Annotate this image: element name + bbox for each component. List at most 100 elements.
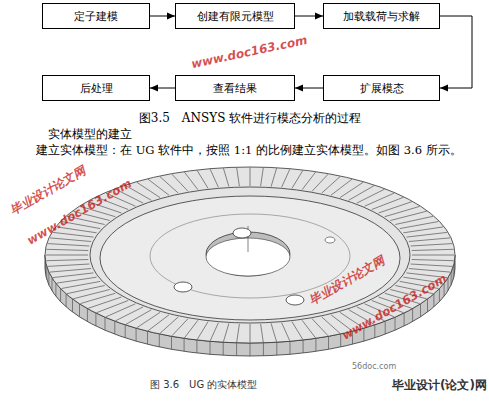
tooth-line: [411, 244, 453, 246]
tooth-side-line: [52, 278, 53, 291]
flow-arrow: [295, 85, 323, 92]
tooth-side-line: [210, 341, 211, 354]
figure-caption: 图3.5 ANSYS 软件进行模态分析的过程: [0, 110, 489, 127]
tooth-side-line: [276, 342, 277, 355]
tooth-side-line: [66, 294, 67, 307]
box-label: 扩展模态: [354, 81, 410, 96]
tooth-side-line: [395, 317, 396, 330]
process-box: 加载载荷与求解: [323, 3, 440, 29]
tooth-side-line: [114, 321, 115, 334]
tooth-side-line: [385, 321, 386, 334]
tooth-side-line: [374, 325, 375, 338]
tooth-side-line: [315, 338, 316, 351]
tooth-line: [412, 260, 454, 261]
section-heading: 实体模型的建立: [48, 126, 132, 143]
tooth-line: [409, 238, 450, 242]
tooth-line: [172, 319, 188, 336]
tooth-side-line: [263, 343, 264, 356]
body-text: 建立实体模型：在 UG 软件中，按照 1:1 的比例建立实体模型。如图 3.6 …: [36, 143, 462, 158]
flow-arrow: [440, 16, 472, 92]
tooth-line: [357, 189, 385, 203]
process-box: 创建有限元模型: [175, 3, 295, 29]
tooth-line: [331, 179, 352, 195]
box-label: 后处理: [74, 81, 119, 96]
box-label: 创建有限元模型: [191, 9, 280, 24]
tooth-line: [57, 277, 97, 283]
flow-arrow: [150, 85, 175, 92]
tooth-side-line: [147, 331, 148, 344]
tooth-line: [365, 193, 395, 206]
tooth-line: [46, 249, 88, 250]
tooth-side-line: [448, 278, 449, 291]
tooth-line: [184, 320, 198, 338]
bolt-hole: [174, 282, 192, 292]
tooth-line: [223, 168, 229, 186]
tooth-side-line: [48, 272, 49, 285]
tooth-side-line: [105, 317, 106, 330]
bolt-hole: [325, 237, 335, 243]
arrow-head: [150, 85, 158, 92]
tooth-line: [126, 310, 152, 325]
arrow-head: [440, 85, 448, 92]
tooth-line: [385, 206, 420, 216]
tooth-line: [50, 238, 91, 242]
arrow-head: [295, 85, 303, 92]
tooth-line: [250, 324, 251, 343]
tooth-line: [261, 324, 264, 342]
tooth-line: [46, 260, 88, 261]
tooth-line: [172, 174, 188, 191]
tooth-line: [409, 269, 450, 273]
tooth-side-line: [454, 261, 455, 274]
tooth-side-line: [79, 304, 80, 317]
tooth-line: [88, 297, 121, 308]
tooth-side-line: [136, 328, 137, 341]
arrow-head: [315, 13, 323, 20]
tooth-side-line: [412, 309, 413, 322]
tooth-line: [261, 168, 264, 186]
tooth-line: [106, 304, 136, 317]
flow-arrow: [295, 13, 323, 20]
tooth-side-line: [290, 341, 291, 354]
tooth-line: [412, 255, 454, 256]
tooth-line: [312, 319, 328, 336]
tooth-side-line: [404, 313, 405, 326]
tooth-side-line: [303, 340, 304, 353]
tooth-line: [302, 320, 316, 338]
tooth-line: [312, 174, 328, 191]
tooth-line: [237, 324, 240, 342]
tooth-line: [53, 232, 94, 237]
tooth-line: [271, 168, 277, 186]
tooth-side-line: [72, 299, 73, 312]
tooth-line: [340, 182, 363, 197]
tooth-line: [53, 273, 94, 278]
process-box: 定子建模: [42, 3, 150, 29]
tooth-side-line: [196, 340, 197, 353]
logo-text: 56doc.com: [352, 362, 396, 371]
tooth-line: [400, 222, 439, 229]
tooth-line: [379, 202, 412, 213]
box-label: 加载载荷与求解: [337, 9, 426, 24]
tooth-side-line: [427, 299, 428, 312]
tooth-line: [411, 264, 453, 266]
tooth-side-line: [45, 261, 46, 274]
tooth-side-line: [46, 267, 47, 280]
bolt-hole: [286, 295, 304, 305]
tooth-line: [50, 269, 91, 273]
process-box: 查看结果: [175, 75, 295, 101]
process-box: 后处理: [42, 75, 150, 101]
logo-text: 毕业设计(论文)网: [392, 377, 487, 394]
tooth-line: [137, 182, 160, 197]
tooth-line: [137, 312, 160, 327]
tooth-line: [372, 197, 404, 209]
tooth-side-line: [125, 325, 126, 338]
tooth-line: [197, 322, 208, 340]
tooth-side-line: [60, 289, 61, 302]
tooth-line: [116, 307, 144, 321]
tooth-line: [292, 322, 303, 340]
tooth-side-line: [439, 289, 440, 302]
tooth-root-circle: [90, 187, 410, 323]
tooth-line: [160, 177, 179, 194]
tooth-line: [407, 232, 448, 237]
tooth-line: [97, 301, 129, 313]
tooth-line: [223, 323, 229, 341]
